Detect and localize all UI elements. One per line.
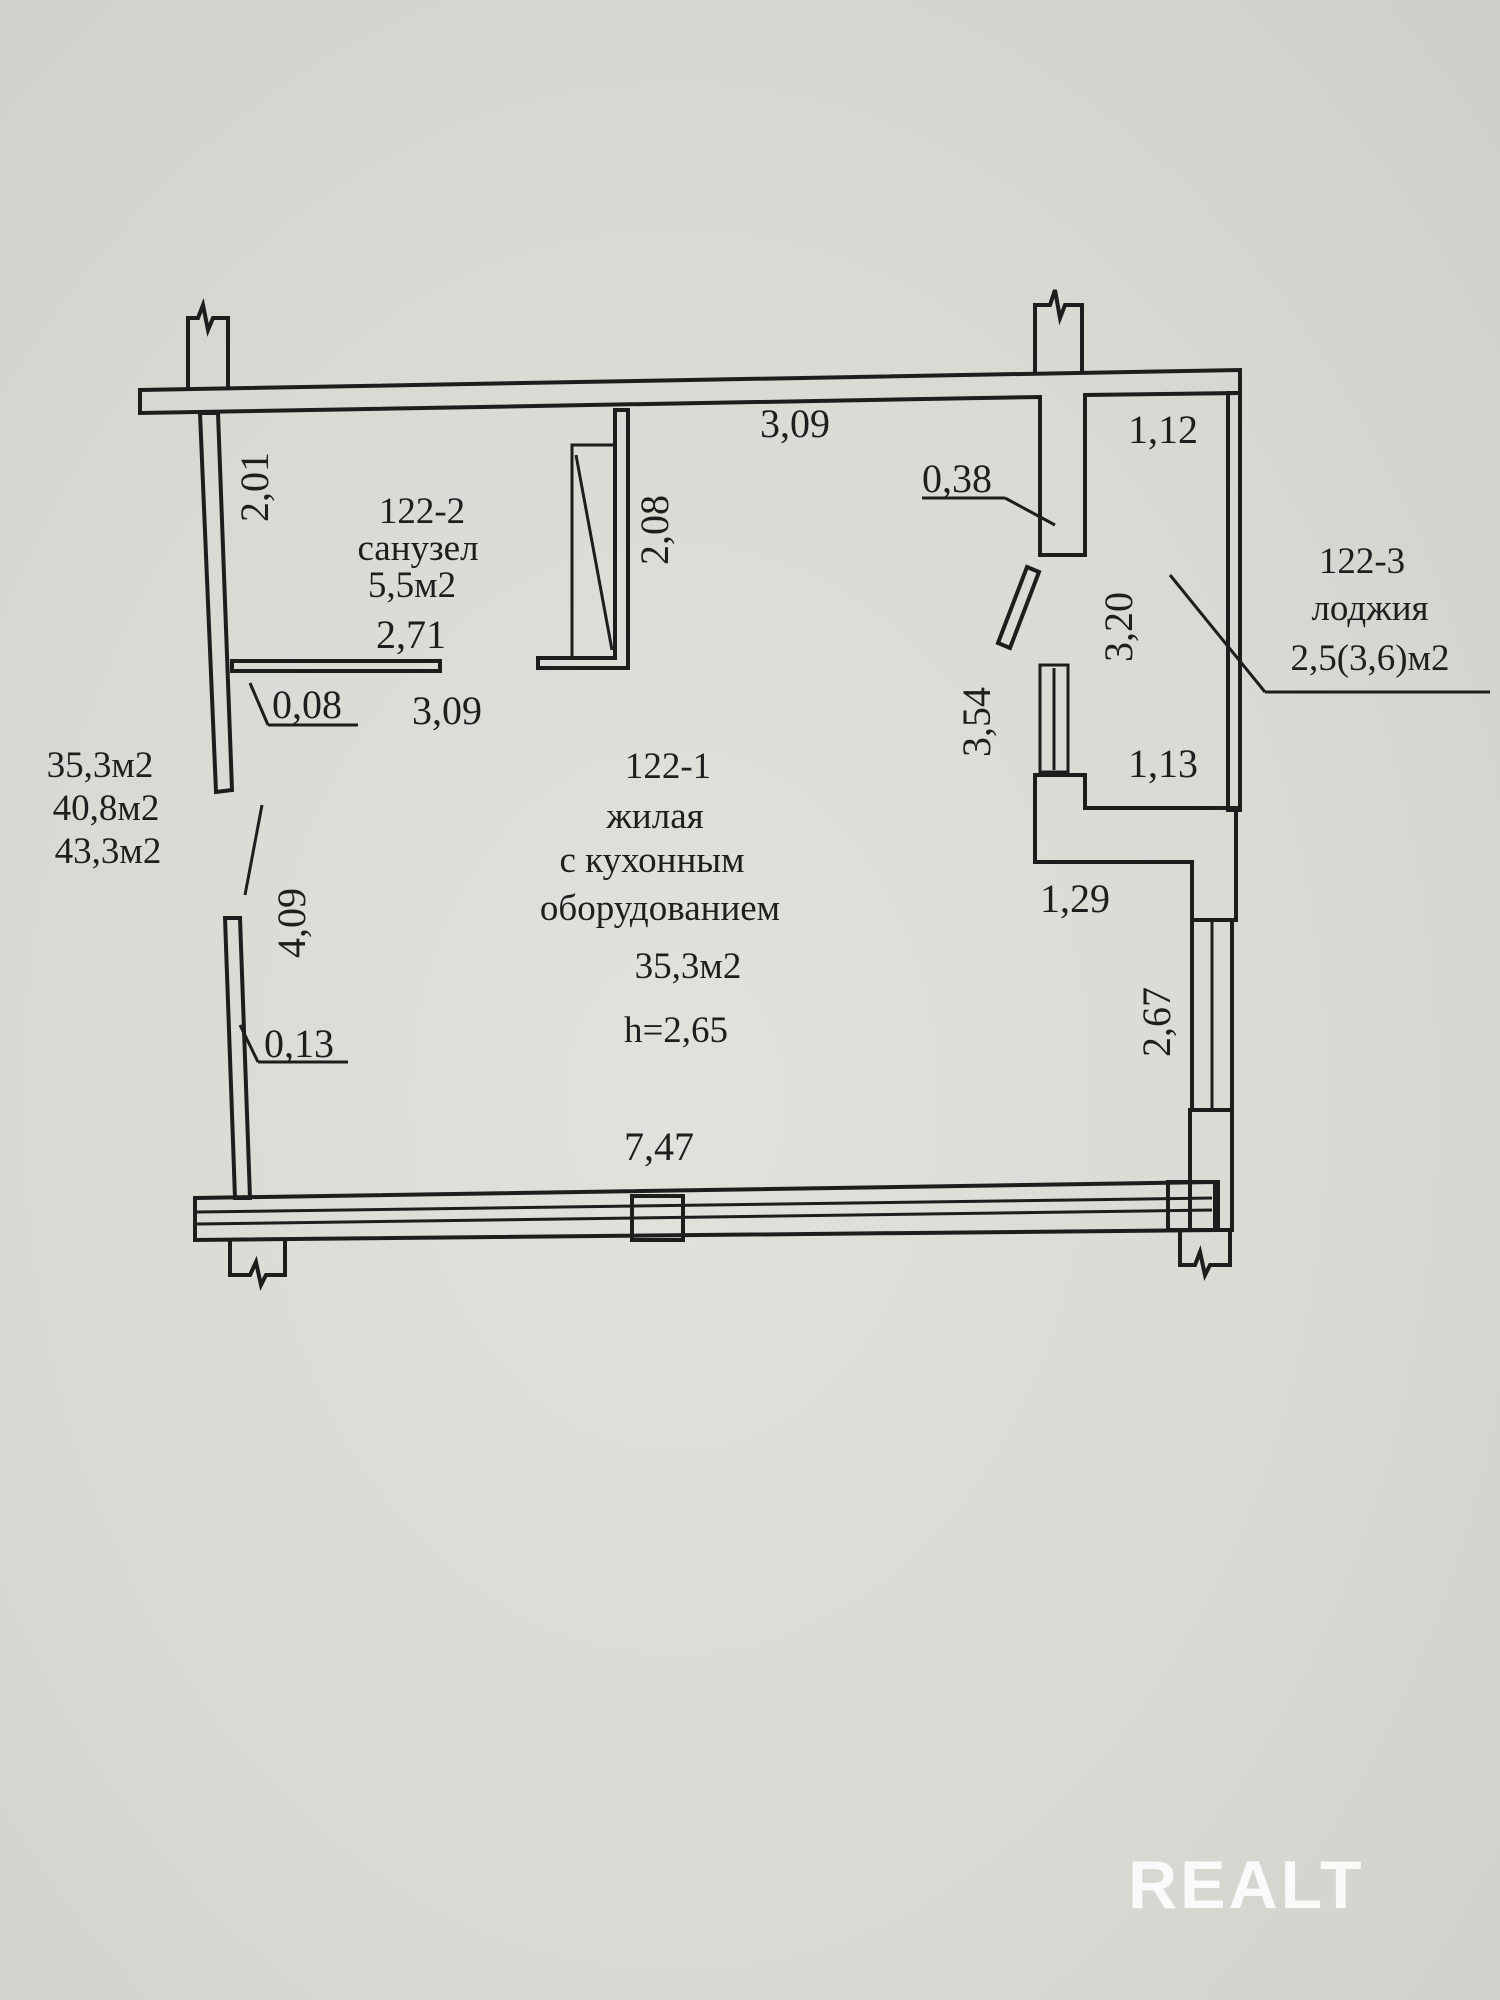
- leader-line-loggia: [1168, 574, 1267, 693]
- top-wall: [138, 367, 1242, 557]
- loggia-door-leaf: [995, 564, 1042, 651]
- living-room-label: 122-1 жилая с кухонным оборудованием 35,…: [540, 746, 780, 1051]
- dim-bath-width: 3,09: [412, 688, 482, 733]
- top-left-column-stub: [186, 297, 230, 390]
- loggia-label: 122-3 лоджия 2,5(3,6)м2: [1290, 541, 1449, 679]
- living-name-line-1: жилая: [605, 796, 703, 837]
- loggia-number: 122-3: [1319, 541, 1405, 582]
- bathroom-name: санузел: [357, 528, 478, 569]
- total-area-living: 35,3м2: [47, 745, 154, 786]
- dim-loggia-height: 3,20: [1096, 592, 1141, 662]
- loggia-name: лоджия: [1311, 588, 1428, 629]
- dim-top-length: 3,09: [760, 401, 830, 446]
- bottom-left-column-stub: [228, 1240, 287, 1291]
- living-area: 35,3м2: [635, 946, 742, 987]
- leader-line-thickness-a: [248, 682, 270, 726]
- dim-bath-height: 2,01: [232, 452, 277, 522]
- leader-line-thickness-b: [238, 1024, 260, 1063]
- loggia-outer-wall: [1226, 391, 1242, 812]
- watermark-logo: REALT: [1128, 1847, 1365, 1923]
- dim-loggia-width-bottom: 1,13: [1128, 741, 1198, 786]
- bathroom-label: 122-2 санузел 5,5м2: [357, 491, 478, 606]
- dim-pillar-thickness: 0,38: [922, 456, 992, 501]
- bottom-window-line-2: [196, 1208, 1213, 1226]
- total-area-general: 40,8м2: [53, 788, 160, 829]
- bathroom-number: 122-2: [379, 491, 465, 532]
- bottom-right-column-stub: [1178, 1230, 1232, 1281]
- total-areas: 35,3м2 40,8м2 43,3м2: [47, 745, 162, 872]
- dim-pillar-width: 1,29: [1040, 876, 1110, 921]
- right-bottom-column: [1188, 1108, 1234, 1232]
- dim-window-height: 2,67: [1134, 987, 1179, 1057]
- dim-kitchen-side: 3,54: [954, 687, 999, 757]
- dim-partition-height: 2,08: [632, 495, 677, 565]
- bottom-right-pillar: [1166, 1180, 1220, 1232]
- dim-wall-thickness-a: 0,08: [272, 682, 342, 727]
- leader-line-pillar-arrow: [1004, 496, 1056, 527]
- dim-wall-thickness-b: 0,13: [264, 1021, 334, 1066]
- top-right-column-stub: [1033, 289, 1084, 373]
- dim-loggia-width-top: 1,12: [1128, 407, 1198, 452]
- bathroom-partition: [230, 659, 442, 673]
- left-wall-upper: [197, 411, 235, 795]
- bathroom-door-frame: [570, 443, 617, 660]
- living-height: h=2,65: [624, 1010, 728, 1051]
- dim-left-wall-height: 4,09: [269, 888, 314, 958]
- bathroom-area: 5,5м2: [368, 565, 456, 606]
- left-wall-lower: [222, 916, 253, 1200]
- loggia-area: 2,5(3,6)м2: [1290, 638, 1449, 679]
- leader-line-left-gap: [243, 804, 264, 896]
- bottom-middle-pillar: [630, 1194, 685, 1242]
- total-area-with-loggia: 43,3м2: [55, 831, 162, 872]
- living-name-line-2: с кухонным: [559, 840, 744, 881]
- living-name-line-3: оборудованием: [540, 888, 780, 929]
- dim-bath-inner-width: 2,71: [376, 612, 446, 657]
- living-number: 122-1: [625, 746, 711, 787]
- loggia-window-unit: [1038, 663, 1070, 774]
- bottom-window-line-1: [196, 1196, 1213, 1214]
- dim-bottom-length: 7,47: [624, 1124, 694, 1169]
- bathroom-door-swing: [574, 454, 614, 651]
